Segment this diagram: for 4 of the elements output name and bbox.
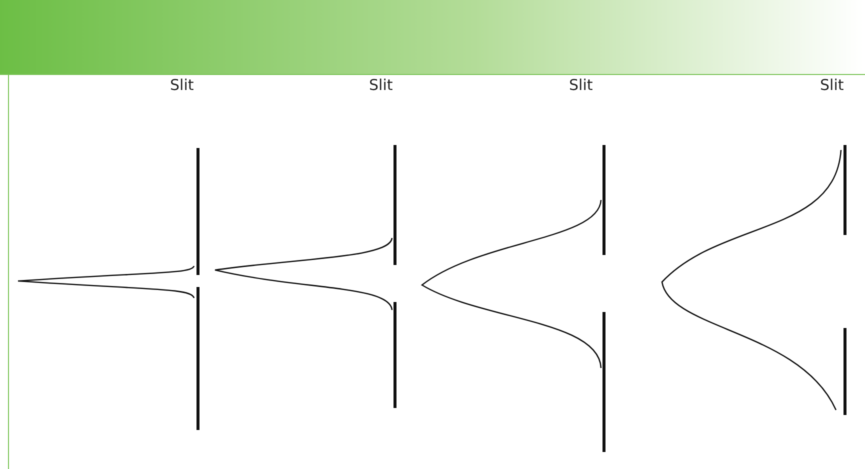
slit-label: Slit [569,76,593,94]
slit-label: Slit [820,76,844,94]
slit-label: Slit [170,76,194,94]
slit-label: Slit [369,76,393,94]
